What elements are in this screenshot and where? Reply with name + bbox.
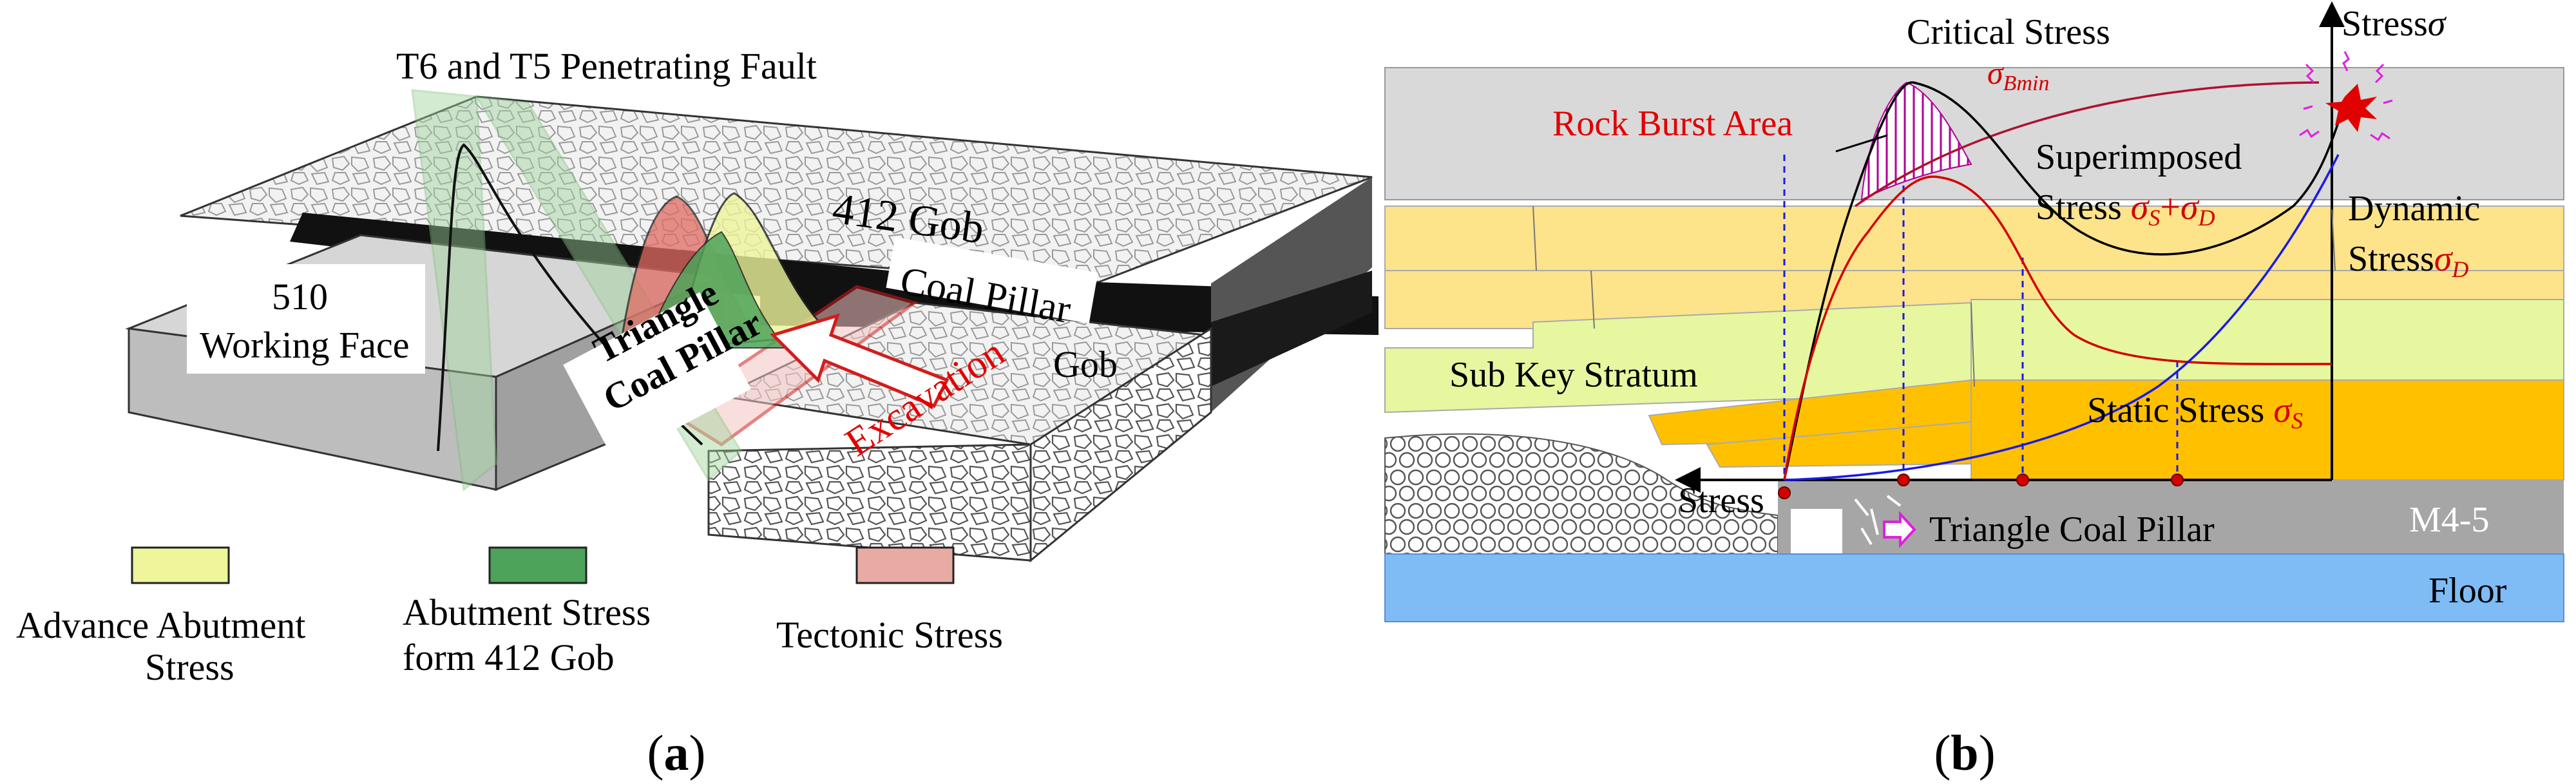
panel-b: Stressσ Critical Stress σBmin Rock Burst… [1384,1,2564,781]
critical-stress-curve [1854,81,2320,207]
static-stress-label: Static Stress σS [2087,390,2303,434]
gob-front [707,443,1032,562]
triangle-coal-pillar-label: Triangle Coal Pillar [1929,510,2215,550]
triangle-pillar-fractures [1854,495,1902,546]
coal-seam-m45 [1778,480,2564,554]
floor-label: Floor [2428,571,2507,611]
legend-swatch-advance [131,546,230,584]
legend-swatch-abutment [488,546,587,584]
working-face-number: 510 [272,276,328,318]
sigma-bmin-label: σBmin [1987,55,2049,95]
dynamic-burst-icon [2299,51,2393,142]
caption-a: (a) [647,725,706,781]
stress-axis-label: Stressσ [2342,4,2447,44]
legend-label-advance-1: Advance Abutment [16,604,305,646]
green-layer-right [1970,299,2564,394]
legend-label-tectonic: Tectonic Stress [776,614,1003,656]
dynamic-label-1: Dynamic [2348,189,2480,229]
superimposed-stress-curve [1783,81,2340,481]
working-face-label: Working Face [200,324,410,366]
stress-left-label: Stress [1678,481,1764,521]
roadway-gap [1791,509,1842,554]
static-stress-curve [1784,154,2340,481]
legend-label-advance-2: Stress [145,646,234,688]
triangle-pillar-arrow [1883,510,1916,549]
rock-burst-pointer [1835,134,1888,153]
working-face-label-box [187,264,425,374]
gob-label: Gob [1053,343,1118,385]
legend-label-abutment-1: Abutment Stress [403,591,651,633]
sub-key-stratum-label: Sub Key Stratum [1449,355,1698,395]
floor-layer [1384,553,2564,622]
layer-fractures [1532,206,2336,387]
rock-roof-layer [1384,67,2564,200]
goaf-rubble [1384,433,1779,555]
critical-stress-label: Critical Stress [1907,12,2110,52]
rock-burst-area-label: Rock Burst Area [1552,104,1793,144]
gob-side [1029,327,1212,563]
stress-points [1778,473,2184,499]
fault-plane-t6 [411,89,497,492]
dynamic-stress-curve [1783,175,2333,481]
caved-block-2 [1706,421,1972,468]
triangle-label-box [563,292,751,462]
legend-swatch-tectonic [855,546,955,584]
superimposed-label-1: Superimposed [2036,137,2242,177]
caption-b: (b) [1934,725,1995,781]
dynamic-label-2: StressσD [2348,239,2468,282]
superimposed-label-2: Stress σS+σD [2036,187,2215,231]
fault-stress-curve [437,143,703,452]
rock-burst-area-hatch [1860,81,1972,201]
fault-label: T6 and T5 Penetrating Fault [396,45,817,87]
right-front-face [1211,271,1372,387]
m45-label: M4-5 [2409,500,2489,540]
excavation-arrow [770,313,949,408]
legend-label-abutment-2: form 412 Gob [403,636,615,678]
coal-pillar-label-box [886,236,1098,324]
dashed-guides [1783,155,2179,480]
panel-a: T6 and T5 Penetrating Fault 412 Gob Coal… [16,45,1379,781]
